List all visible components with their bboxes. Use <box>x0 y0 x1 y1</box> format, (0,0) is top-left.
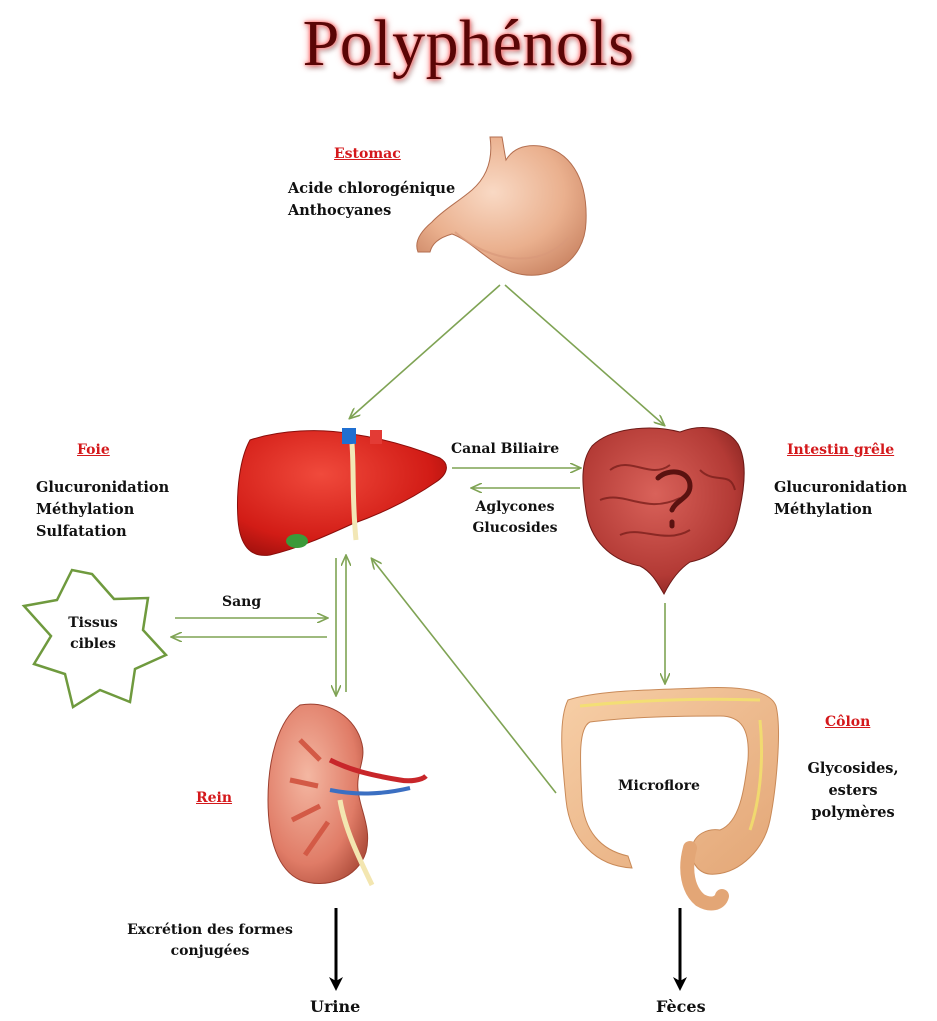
colon-text: Glycosides, esters polymères <box>790 758 916 824</box>
colon-line-3: polymères <box>790 802 916 824</box>
foie-line-2: Méthylation <box>36 499 169 521</box>
tissus-line-2: cibles <box>45 634 141 655</box>
estomac-title: Estomac <box>334 146 401 162</box>
foie-line-3: Sulfatation <box>36 521 169 543</box>
arrow-stomach-intestine <box>505 285 664 425</box>
arrow-stomach-liver <box>350 285 500 418</box>
arrow-colon-liver <box>372 559 556 793</box>
colon-title: Côlon <box>825 714 870 730</box>
intestin-title: Intestin grêle <box>787 442 894 458</box>
colon-line-2: esters <box>790 780 916 802</box>
intestin-line-1: Glucuronidation <box>774 477 907 499</box>
kidney-image <box>268 704 426 885</box>
tissus-cibles-label: Tissus cibles <box>45 613 141 655</box>
excretion-line-2: conjugées <box>100 941 320 962</box>
foie-title: Foie <box>77 442 110 458</box>
foie-text: Glucuronidation Méthylation Sulfatation <box>36 477 169 543</box>
glucosides-line: Glucosides <box>454 518 576 539</box>
estomac-line-1: Acide chlorogénique <box>288 178 455 200</box>
rein-title: Rein <box>196 790 232 806</box>
urine-label: Urine <box>310 996 360 1018</box>
intestin-text: Glucuronidation Méthylation <box>774 477 907 521</box>
canal-biliaire-label: Canal Biliaire <box>451 439 559 460</box>
estomac-text: Acide chlorogénique Anthocyanes <box>288 178 455 222</box>
aglycones-label: Aglycones Glucosides <box>454 497 576 539</box>
microflore-label: Microflore <box>618 776 700 797</box>
excretion-label: Excrétion des formes conjugées <box>100 920 320 962</box>
feces-label: Fèces <box>656 996 706 1018</box>
excretion-line-1: Excrétion des formes <box>100 920 320 941</box>
estomac-line-2: Anthocyanes <box>288 200 455 222</box>
small-intestine-image <box>583 428 744 594</box>
sang-label: Sang <box>222 592 261 613</box>
liver-image <box>238 428 447 555</box>
foie-line-1: Glucuronidation <box>36 477 169 499</box>
colon-line-1: Glycosides, <box>790 758 916 780</box>
intestin-line-2: Méthylation <box>774 499 907 521</box>
tissus-line-1: Tissus <box>45 613 141 634</box>
aglycones-line: Aglycones <box>454 497 576 518</box>
